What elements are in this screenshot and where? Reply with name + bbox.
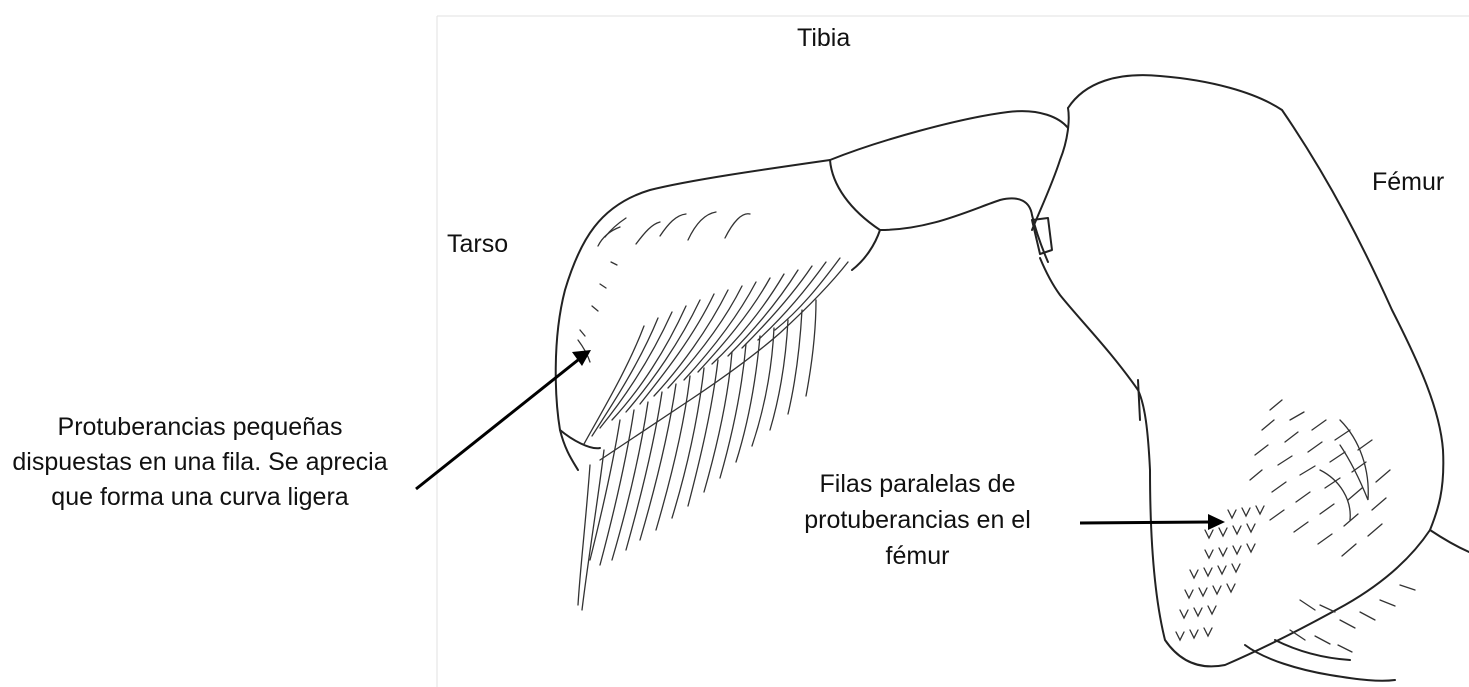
label-tarso: Tarso <box>447 228 508 261</box>
label-tibia: Tibia <box>797 22 850 55</box>
arrow-to-tarsal-row <box>416 350 591 489</box>
arrow-to-femur-rows <box>1080 514 1225 530</box>
annotation-femur-parallel-rows: Filas paralelas de protuberancias en el … <box>785 466 1050 574</box>
femur-hairs <box>1250 400 1415 652</box>
annotation-small-protuberances-row: Protuberancias pequeñas dispuestas en un… <box>0 410 400 515</box>
femur-protuberance-rows <box>1176 506 1264 640</box>
label-femur: Fémur <box>1372 166 1444 199</box>
tibia-outline <box>830 111 1068 270</box>
